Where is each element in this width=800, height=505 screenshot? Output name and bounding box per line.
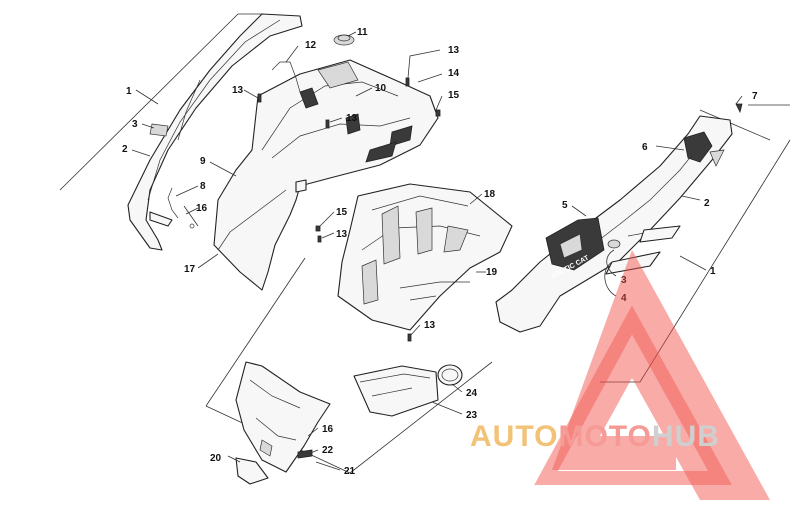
watermark-hub: HUB	[651, 420, 720, 453]
callout-13-d: 13	[336, 229, 348, 240]
callout-12: 12	[305, 40, 317, 51]
callout-16-lower: 16	[322, 424, 334, 435]
hose-part-8	[167, 187, 199, 229]
grommet-part-11	[333, 34, 355, 46]
callout-13-b: 13	[448, 45, 460, 56]
callout-17: 17	[184, 264, 196, 275]
callout-18: 18	[484, 189, 496, 200]
callout-1-right: 1	[710, 266, 716, 277]
callout-4: 4	[621, 293, 627, 304]
callout-11: 11	[357, 27, 368, 38]
left-side-panel	[127, 13, 303, 251]
callout-5: 5	[562, 200, 568, 211]
callout-15-upper: 15	[448, 90, 460, 101]
watermark-moto: MOTO	[558, 420, 652, 453]
callout-15-lower: 15	[336, 207, 348, 218]
callout-2-right: 2	[704, 198, 710, 209]
lower-front-panel	[235, 361, 331, 485]
callout-13-c: 13	[346, 113, 358, 124]
callout-20: 20	[210, 453, 222, 464]
callout-3-left: 3	[132, 119, 138, 130]
watermark-auto: AUTO	[470, 420, 559, 453]
wire-part-12	[271, 61, 301, 93]
callout-13-a: 13	[232, 85, 244, 96]
callout-numbers: 1 3 2 8 16 9 17 13 12 11 13 14 15 13 10 …	[122, 27, 758, 477]
leader-lines	[131, 31, 743, 471]
front-hood	[213, 59, 439, 291]
callout-8: 8	[200, 181, 206, 192]
group-frame-right	[600, 104, 791, 383]
callout-23: 23	[466, 410, 478, 421]
callout-14: 14	[448, 68, 460, 79]
callout-6: 6	[642, 142, 648, 153]
callout-13-e: 13	[424, 320, 436, 331]
right-side-panel	[495, 103, 743, 333]
callout-9: 9	[200, 156, 206, 167]
callout-7: 7	[752, 91, 758, 102]
watermark-logo-icon	[534, 250, 770, 500]
intake-duct	[353, 364, 463, 417]
callout-24: 24	[466, 388, 478, 399]
callout-10: 10	[375, 83, 387, 94]
callout-19: 19	[486, 267, 498, 278]
callout-2-left: 2	[122, 144, 128, 155]
callout-16-upper: 16	[196, 203, 208, 214]
callout-3-right: 3	[621, 275, 627, 286]
callout-22: 22	[322, 445, 334, 456]
callout-21: 21	[344, 466, 356, 477]
callout-1-left: 1	[126, 86, 132, 97]
air-box	[337, 183, 513, 331]
watermark-text: AUTOMOTOHUB	[470, 420, 800, 454]
